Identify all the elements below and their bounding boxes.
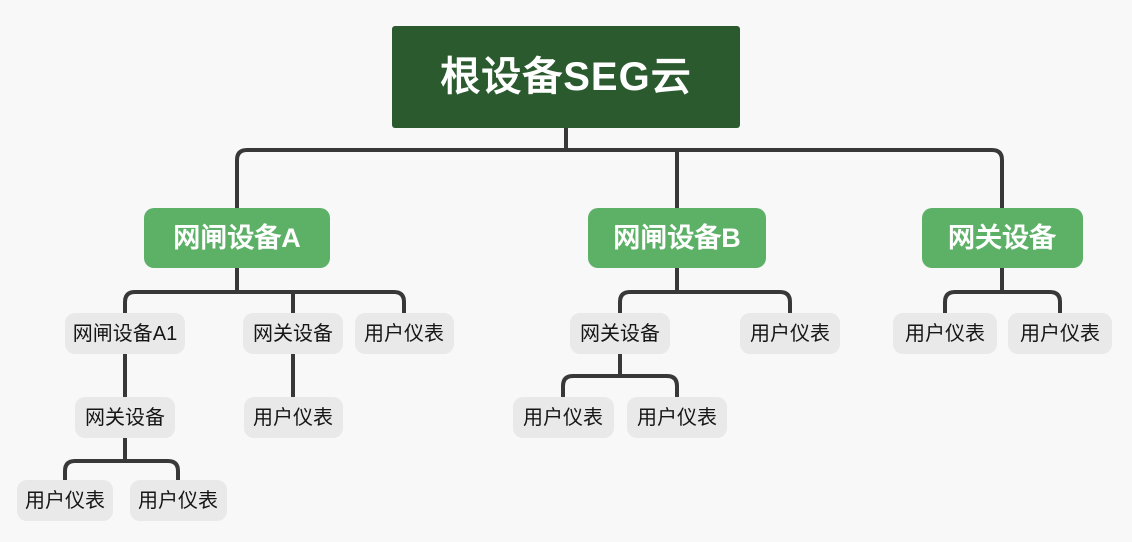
connector <box>943 290 1062 315</box>
connector <box>63 459 180 482</box>
tree-node-gu2[interactable]: 用户仪表 <box>1008 313 1112 354</box>
tree-node-bgu1[interactable]: 用户仪表 <box>512 397 614 438</box>
tree-node-a1gu1[interactable]: 用户仪表 <box>17 480 113 521</box>
tree-node-a1gu2[interactable]: 用户仪表 <box>129 480 227 521</box>
tree-node-root[interactable]: 根设备SEG云 <box>392 26 740 128</box>
tree-node-bgu2[interactable]: 用户仪表 <box>627 397 727 438</box>
tree-node-g[interactable]: 网关设备 <box>921 208 1083 268</box>
connector <box>561 374 679 399</box>
tree-node-ag[interactable]: 网关设备 <box>243 313 343 354</box>
tree-node-a1g[interactable]: 网关设备 <box>75 397 175 438</box>
tree-node-a1[interactable]: 网闸设备A1 <box>65 313 185 354</box>
connector <box>618 290 792 315</box>
tree-node-agu[interactable]: 用户仪表 <box>243 397 343 438</box>
connector <box>123 290 406 315</box>
tree-node-gu1[interactable]: 用户仪表 <box>893 313 997 354</box>
tree-node-b[interactable]: 网闸设备B <box>588 208 766 268</box>
tree-node-bg[interactable]: 网关设备 <box>570 313 670 354</box>
connector <box>235 148 1004 210</box>
tree-node-a[interactable]: 网闸设备A <box>144 208 330 268</box>
tree-node-au[interactable]: 用户仪表 <box>354 313 454 354</box>
tree-node-bu[interactable]: 用户仪表 <box>740 313 840 354</box>
